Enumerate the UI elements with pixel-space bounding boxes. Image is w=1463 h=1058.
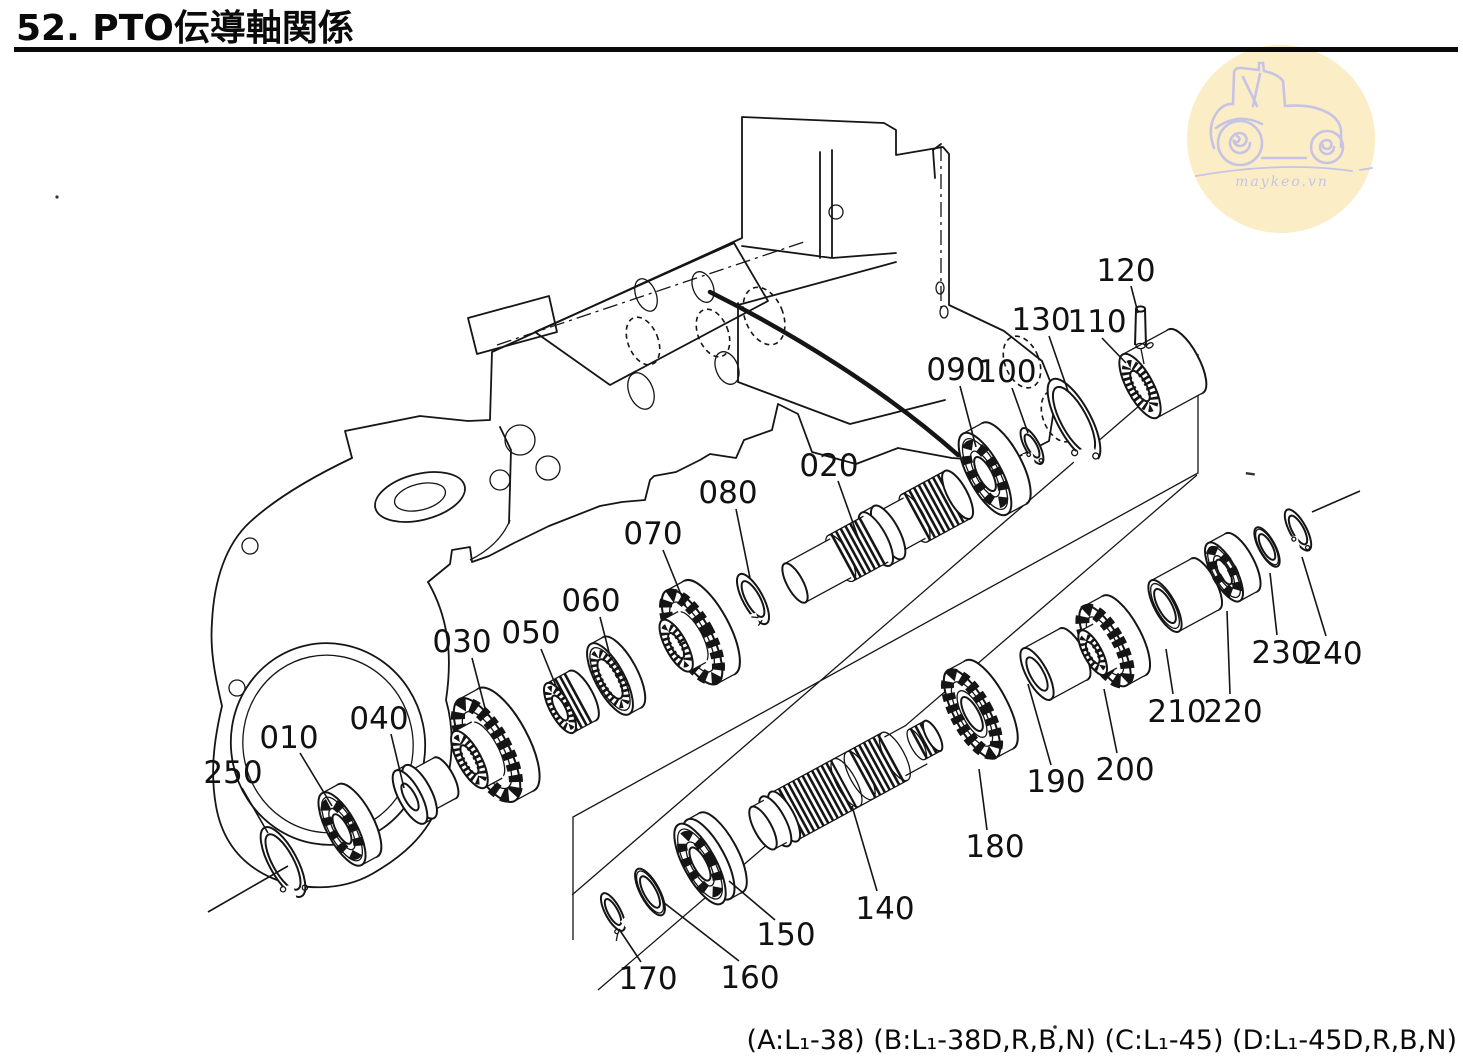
part-010-bearing	[317, 782, 383, 867]
leader-120	[1130, 285, 1139, 314]
part-label-200: 200	[1095, 752, 1154, 788]
part-180-gear	[940, 658, 1019, 760]
part-label-170: 170	[618, 961, 677, 997]
leader-220	[1226, 610, 1231, 695]
part-label-250: 250	[203, 755, 262, 791]
leader-090	[959, 385, 977, 448]
part-110-bushing	[1118, 327, 1208, 420]
part-label-130: 130	[1011, 302, 1070, 338]
part-220-bearing	[1204, 531, 1262, 603]
watermark-text: maykeo.vn	[1235, 174, 1329, 190]
leader-110	[1101, 337, 1127, 364]
part-label-240: 240	[1303, 636, 1362, 672]
part-label-040: 040	[349, 701, 408, 737]
watermark-circle	[1187, 45, 1375, 233]
leader-100	[1011, 387, 1029, 434]
part-240-snap-ring	[1283, 508, 1313, 552]
part-label-230: 230	[1251, 635, 1310, 671]
part-label-080: 080	[698, 475, 757, 511]
part-070-gear	[658, 579, 741, 686]
leader-250	[241, 787, 269, 834]
part-090-bearing	[957, 421, 1032, 517]
leader-040	[390, 733, 405, 789]
leader-250b	[207, 865, 289, 913]
part-label-110: 110	[1067, 304, 1126, 340]
part-label-180: 180	[965, 829, 1024, 865]
assembly-position-arrow	[707, 289, 961, 458]
part-label-090: 090	[926, 352, 985, 388]
part-label-190: 190	[1026, 764, 1085, 800]
leader-180	[978, 768, 988, 831]
part-label-210: 210	[1147, 694, 1206, 730]
leader-190	[1027, 683, 1052, 766]
part-label-030: 030	[432, 624, 491, 660]
page-title: 52. PTO伝導軸関係	[16, 8, 354, 49]
top-cover-opening	[534, 242, 769, 386]
part-200-gear	[1075, 594, 1152, 689]
leader-010	[299, 752, 333, 807]
leader-170	[618, 928, 642, 963]
part-labels: 010 020 030 040 050 060 070 080 090 100 …	[203, 253, 1362, 997]
part-label-120: 120	[1096, 253, 1155, 289]
part-210-collar	[1147, 557, 1224, 633]
part-100-snap-ring	[1019, 427, 1045, 466]
part-020-shaft	[781, 469, 975, 604]
part-130-snap-ring	[1046, 377, 1102, 473]
leader-230	[1269, 572, 1278, 636]
leader-240b	[1311, 490, 1361, 513]
part-label-160: 160	[720, 960, 779, 996]
part-label-050: 050	[501, 615, 560, 651]
leader-200	[1103, 688, 1118, 754]
variant-caption: (A:L₁-38) (B:L₁-38D,R,B,N) (C:L₁-45) (D:…	[747, 1025, 1457, 1056]
leader-080	[735, 508, 751, 579]
leader-030	[471, 657, 488, 717]
part-150-bearing	[673, 811, 748, 906]
part-label-070: 070	[623, 516, 682, 552]
part-label-100: 100	[977, 354, 1036, 390]
leader-160	[662, 901, 740, 962]
part-label-010: 010	[259, 720, 318, 756]
tractor-icon	[1195, 61, 1373, 177]
part-050-splined-bushing	[543, 669, 600, 735]
title-underline	[14, 47, 1458, 52]
leader-lines	[207, 285, 1361, 963]
scan-specks	[55, 195, 1255, 1029]
leader-140	[851, 805, 878, 892]
part-250-snap-ring	[259, 826, 309, 910]
part-label-150: 150	[756, 917, 815, 953]
leader-050	[540, 648, 559, 692]
leader-210	[1165, 648, 1174, 695]
leader-240	[1301, 556, 1327, 637]
part-230-washer	[1253, 526, 1281, 568]
part-080-lock-washer	[736, 572, 770, 629]
part-040-collar	[391, 756, 460, 825]
part-label-220: 220	[1203, 694, 1262, 730]
leader-060	[599, 616, 611, 657]
part-label-140: 140	[855, 891, 914, 927]
leader-130	[1048, 335, 1069, 392]
watermark-logo: maykeo.vn	[1187, 45, 1375, 233]
part-label-020: 020	[799, 448, 858, 484]
part-060-splined-ring	[586, 635, 647, 716]
part-120-pin	[1134, 305, 1147, 365]
part-label-060: 060	[561, 583, 620, 619]
part-160-washer	[634, 867, 666, 917]
part-030-gear	[450, 686, 541, 803]
leader-150	[728, 880, 776, 921]
part-140-shaft	[748, 719, 944, 851]
leader-070	[662, 549, 687, 608]
leader-020	[837, 480, 859, 538]
part-170-snap-ring	[599, 892, 636, 942]
